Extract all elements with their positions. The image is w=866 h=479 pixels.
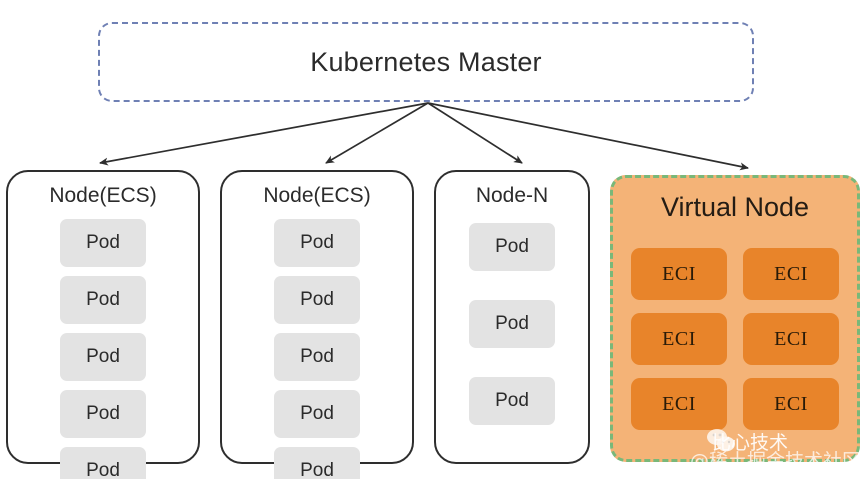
node-box-2: Node(ECS) Pod Pod Pod Pod Pod Pod [220,170,414,479]
eci-item: ECI [631,313,727,365]
wechat-icon [707,429,735,452]
pod-item: Pod [469,377,555,425]
node-title-1: Node(ECS) [49,184,157,207]
virtual-node-box: Virtual Node ECI ECI ECI ECI ECI ECI [610,175,860,462]
eci-item: ECI [743,378,839,430]
arrow-to-virtual-node [427,102,749,171]
pod-item: Pod [274,390,360,438]
eci-item: ECI [631,378,727,430]
arrow-to-node-2 [325,102,429,164]
kubernetes-master-box: Kubernetes Master [98,22,754,102]
pod-item: Pod [469,223,555,271]
pod-item: Pod [274,219,360,267]
pod-item: Pod [469,300,555,348]
pod-grid-3: Pod Pod Pod [436,223,588,425]
arrow-to-node-3 [427,102,523,164]
pod-item: Pod [274,447,360,479]
pod-grid-2: Pod Pod Pod Pod Pod Pod [222,219,412,479]
eci-item: ECI [631,248,727,300]
kubernetes-master-label: Kubernetes Master [310,46,542,77]
node-title-3: Node-N [475,184,549,207]
pod-grid-1: Pod Pod Pod Pod Pod Pod [8,219,198,479]
pod-item: Pod [60,390,146,438]
virtual-node-title: Virtual Node [660,192,810,222]
eci-item: ECI [743,248,839,300]
eci-item: ECI [743,313,839,365]
pod-item: Pod [60,447,146,479]
node-box-3: Node-N Pod Pod Pod [434,170,590,464]
node-box-1: Node(ECS) Pod Pod Pod Pod Pod Pod [6,170,200,479]
pod-item: Pod [60,276,146,324]
pod-item: Pod [274,333,360,381]
pod-item: Pod [60,333,146,381]
node-title-2: Node(ECS) [263,184,371,207]
pod-item: Pod [60,219,146,267]
pod-item: Pod [274,276,360,324]
arrow-to-node-1 [99,102,429,166]
eci-grid: ECI ECI ECI ECI ECI ECI [613,248,857,430]
